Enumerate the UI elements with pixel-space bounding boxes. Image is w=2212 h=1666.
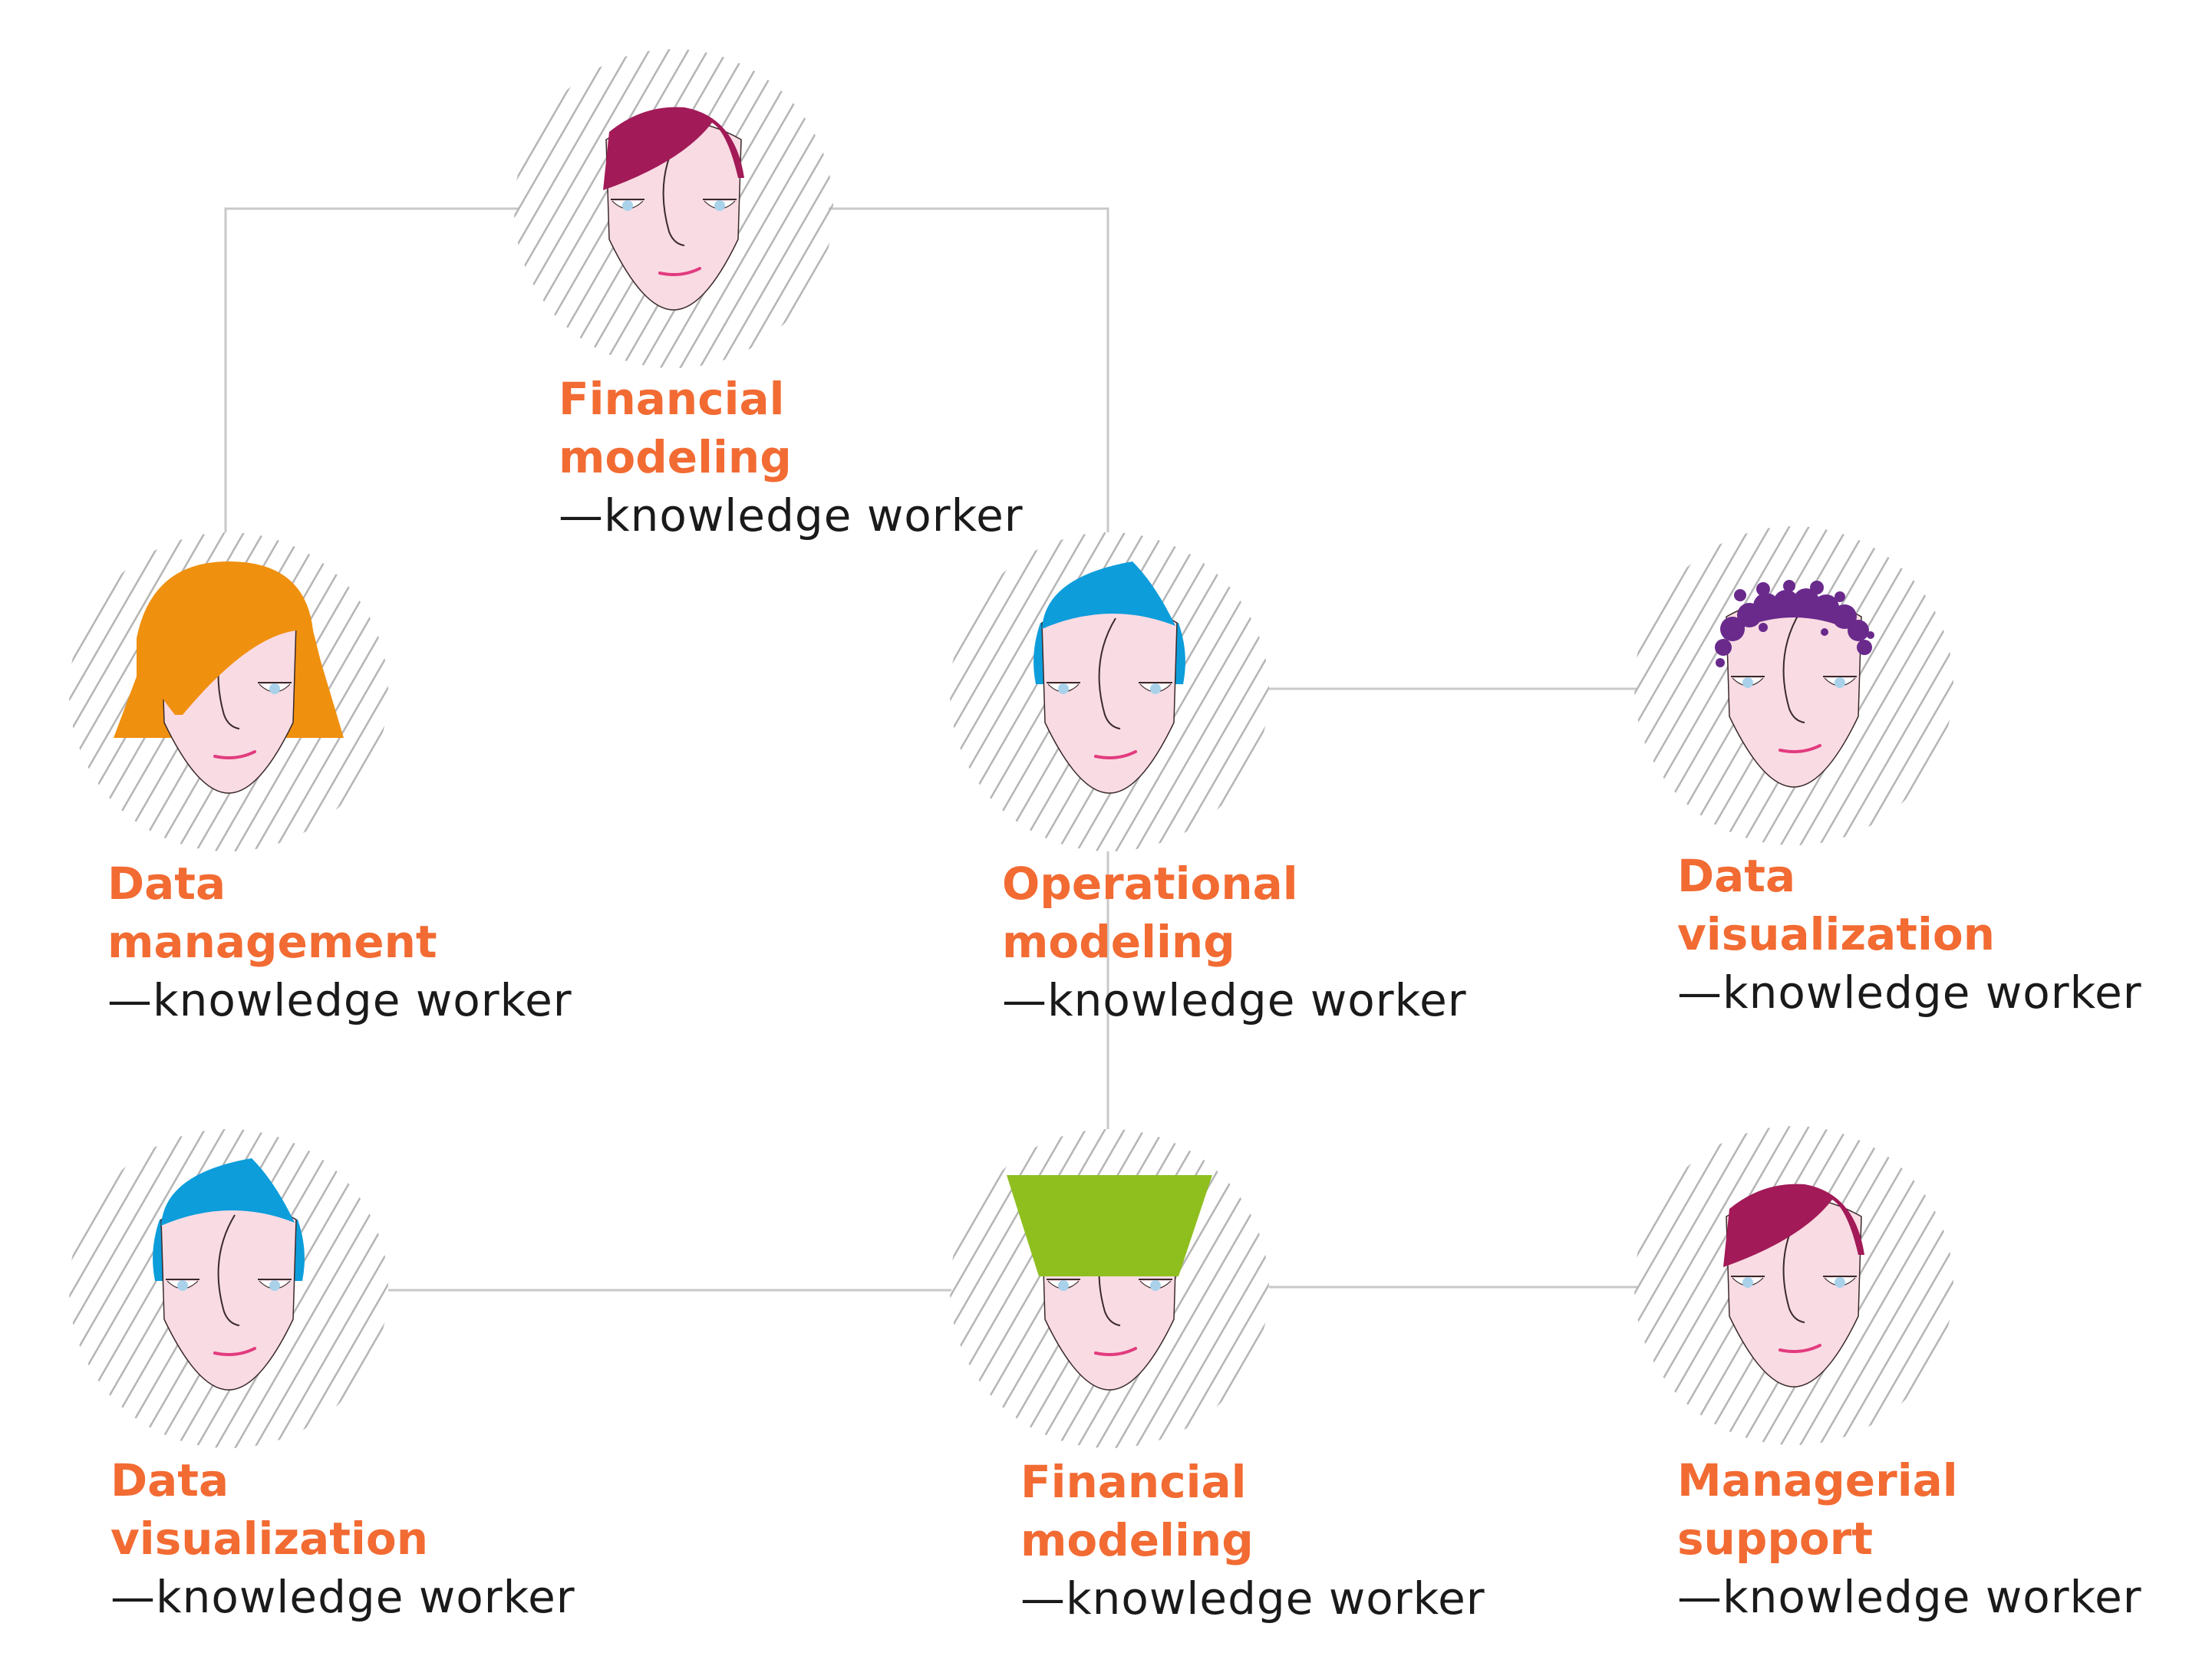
eye-iris bbox=[1058, 683, 1069, 694]
hair-curl-icon bbox=[1867, 631, 1874, 639]
connector-fin-top-to-data-mgmt bbox=[224, 207, 519, 532]
hair-curl-icon bbox=[1793, 588, 1819, 614]
node-title-line1: Data bbox=[110, 1454, 229, 1506]
node-title-line2: modeling bbox=[1020, 1514, 1254, 1566]
eye-iris bbox=[1835, 1277, 1845, 1288]
eye-iris bbox=[622, 200, 633, 211]
node-title-line1: Financial bbox=[1020, 1456, 1247, 1508]
hair-curl-icon bbox=[1759, 623, 1768, 632]
hair-curl-icon bbox=[1783, 580, 1795, 592]
avatar-data-mgmt bbox=[69, 532, 388, 851]
hair-curl-icon bbox=[1756, 582, 1770, 596]
node-title-line1: Data bbox=[1677, 850, 1796, 902]
eye-iris bbox=[269, 1280, 280, 1291]
node-title-line1: Managerial bbox=[1677, 1454, 1958, 1506]
hair-curl-icon bbox=[1810, 581, 1824, 594]
mouth bbox=[1779, 1344, 1821, 1353]
avatar-mgr bbox=[1634, 1126, 1953, 1445]
eye-iris bbox=[1742, 1277, 1753, 1288]
hair-curl-icon bbox=[1716, 658, 1725, 667]
hair-fringe-icon bbox=[137, 563, 313, 715]
hair-blue-icon bbox=[161, 1158, 295, 1226]
node-role: —knowledge worker bbox=[1677, 1571, 2142, 1623]
hair-purple-icon bbox=[1729, 608, 1858, 634]
mouth bbox=[213, 1347, 256, 1356]
hat-green-icon bbox=[1007, 1175, 1212, 1276]
node-title-line2: visualization bbox=[110, 1513, 429, 1565]
hair-blue-icon bbox=[1042, 561, 1175, 629]
node-role: —knowledge worker bbox=[1002, 974, 1467, 1026]
node-title-line2: management bbox=[107, 916, 437, 968]
eye-iris bbox=[269, 683, 280, 694]
hair-curl-icon bbox=[1857, 640, 1872, 655]
eye-iris bbox=[177, 1280, 188, 1291]
node-title-line2: support bbox=[1677, 1513, 1874, 1565]
node-label-mgr: Managerial support —knowledge worker bbox=[1677, 1451, 2142, 1626]
avatar-dataviz-r bbox=[1634, 526, 1953, 845]
node-label-fin-top: Financial modeling —knowledge worker bbox=[559, 370, 1024, 545]
node-label-dataviz-r: Data visualization —knowledge worker bbox=[1677, 847, 2142, 1022]
hair-curl-icon bbox=[1715, 639, 1732, 656]
node-title-line1: Data bbox=[107, 858, 226, 910]
avatar-ops bbox=[950, 532, 1269, 851]
node-role: —knowledge worker bbox=[107, 974, 572, 1026]
eye-iris bbox=[714, 200, 725, 211]
mouth bbox=[1094, 750, 1137, 759]
node-role: —knowledge worker bbox=[1677, 966, 2142, 1019]
nose-line bbox=[1782, 611, 1805, 723]
node-title-line2: modeling bbox=[559, 431, 792, 483]
mouth bbox=[658, 267, 701, 276]
node-label-data-mgmt: Data management —knowledge worker bbox=[107, 854, 572, 1029]
node-title-line2: visualization bbox=[1677, 908, 1996, 960]
hair-magenta-icon bbox=[1723, 1184, 1864, 1267]
avatar-dataviz-l bbox=[69, 1129, 388, 1448]
avatar-fin-top bbox=[514, 49, 833, 368]
connectors bbox=[224, 207, 1637, 1292]
mouth bbox=[1779, 744, 1821, 753]
avatars bbox=[69, 49, 1953, 1448]
mouth bbox=[213, 750, 256, 759]
node-role: —knowledge worker bbox=[559, 489, 1024, 542]
eye-iris bbox=[1835, 677, 1845, 688]
node-label-dataviz-l: Data visualization —knowledge worker bbox=[110, 1451, 575, 1626]
node-role: —knowledge worker bbox=[110, 1571, 575, 1623]
hair-curl-icon bbox=[1835, 591, 1845, 602]
hair-curl-icon bbox=[1821, 628, 1828, 636]
node-title-line2: modeling bbox=[1002, 916, 1235, 968]
avatar-fin-bot bbox=[950, 1129, 1269, 1448]
connector-fin-top-to-ops bbox=[829, 207, 1109, 532]
hair-magenta-icon bbox=[603, 107, 744, 190]
eye-iris bbox=[1742, 677, 1753, 688]
mouth bbox=[1094, 1347, 1137, 1356]
nose-line bbox=[1098, 617, 1121, 729]
node-role: —knowledge worker bbox=[1020, 1572, 1485, 1625]
eye-iris bbox=[1058, 1280, 1069, 1291]
node-title-line1: Operational bbox=[1002, 858, 1298, 910]
node-label-ops: Operational modeling —knowledge worker bbox=[1002, 854, 1467, 1029]
node-label-fin-bot: Financial modeling —knowledge worker bbox=[1020, 1453, 1485, 1628]
node-title-line1: Financial bbox=[559, 373, 785, 425]
nose-line bbox=[217, 1214, 240, 1326]
hair-curl-icon bbox=[1734, 589, 1746, 601]
eye-iris bbox=[1150, 683, 1161, 694]
eye-iris bbox=[1150, 1280, 1161, 1291]
